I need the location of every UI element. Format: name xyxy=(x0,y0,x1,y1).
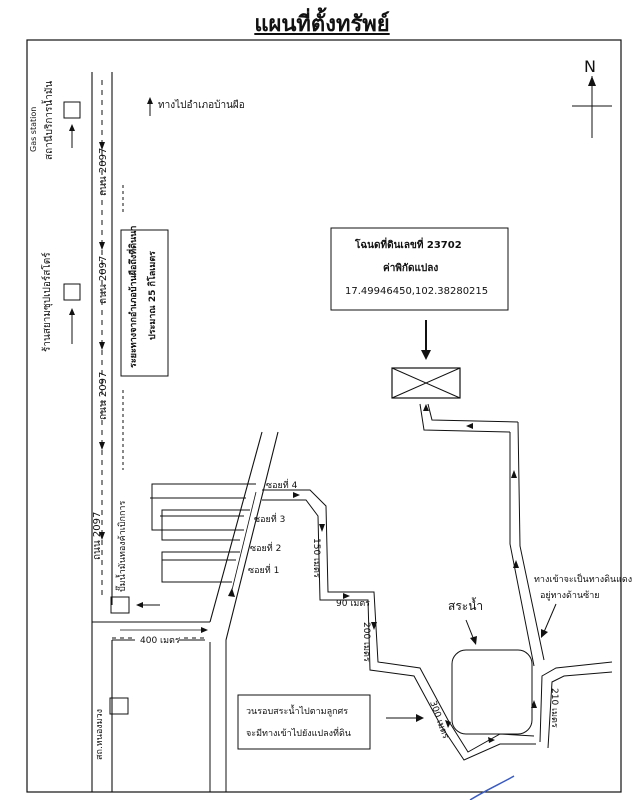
bottom-note-box xyxy=(237,694,371,750)
deed-coordinates: 17.49946450,102.38280215 xyxy=(345,286,488,297)
distance-90-label: 90 เมตร xyxy=(336,599,370,609)
distance-210-label: 210 เมตร xyxy=(549,688,559,728)
store-marker xyxy=(63,283,81,301)
soi-2-label: ซอยที่ 2 xyxy=(250,541,281,554)
distance-box-line1: ระยะทางจากอำเภอบ้านผือถึงที่ดินนา xyxy=(126,226,139,368)
store-arrow-icon xyxy=(69,308,75,344)
pond-arrow-icon xyxy=(465,619,477,645)
distance-box-line2: ประมาณ 25 กิโลเมตร xyxy=(146,251,158,340)
road-direction-arrows xyxy=(99,142,105,540)
map-title: แผนที่ตั้งทรัพย์ xyxy=(254,12,390,37)
road-label-4: ถนน 2097 xyxy=(92,512,103,560)
pond-label: สระน้ำ xyxy=(448,597,483,613)
pond-marker xyxy=(451,649,533,735)
up-arrow-icon xyxy=(147,97,153,116)
store-label: ร้านสยามซุปเปอร์สโตร์ xyxy=(40,252,53,352)
gas-station-label-en: Gas station xyxy=(29,107,38,152)
route-path xyxy=(262,489,536,761)
office-label: ปั๊มน้ำมันทองค้าเบิกการ xyxy=(115,501,128,592)
north-label: N xyxy=(584,57,596,76)
north-arrow-icon xyxy=(572,76,612,138)
office-marker xyxy=(110,596,130,614)
deed-coord-label: ค่าพิกัดแปลง xyxy=(383,262,438,274)
road-label-2: ถนน 2097 xyxy=(98,256,109,304)
road-label-3: ถนน 2097 xyxy=(98,372,109,420)
map-frame xyxy=(26,39,622,793)
soi-4-label: ซอยที่ 4 xyxy=(266,478,298,491)
distance-150-label: 150 เมตร xyxy=(311,538,321,578)
road-label-1: ถนน 2097 xyxy=(98,148,109,196)
route-arrows-icon xyxy=(293,492,495,743)
direction-label: ทางไปอำเภอบ้านผือ xyxy=(158,99,245,111)
gas-station-label-th: สถานีบริการน้ำมัน xyxy=(41,81,55,160)
gas-station-arrow-icon xyxy=(69,124,75,148)
office-arrow-icon xyxy=(136,602,160,608)
side-note-arrow-icon xyxy=(541,603,557,638)
deed-number: โฉนดที่ดินเลขที่ 23702 xyxy=(354,237,462,251)
distance-200-label: 200 เมตร xyxy=(361,622,371,662)
bottom-note-arrow-icon xyxy=(386,714,424,722)
deed-box xyxy=(330,227,509,311)
bottom-note-line1: วนรอบสระน้ำไปตามลูกศร xyxy=(246,704,348,717)
soi-1-label: ซอยที่ 1 xyxy=(248,563,279,576)
signature-mark xyxy=(469,775,515,800)
soi-lanes xyxy=(150,483,256,583)
soi-3-label: ซอยที่ 3 xyxy=(254,512,285,525)
bottom-note-line2: จะมีทางเข้าไปยังแปลงที่ดิน xyxy=(246,726,351,739)
distance-box xyxy=(120,229,169,377)
property-marker xyxy=(391,367,461,399)
distance-400-label: 400 เมตร xyxy=(140,636,180,646)
gas-station-marker xyxy=(63,101,81,119)
distance-300-label: 300 เมตร xyxy=(427,700,450,741)
health-center-label: สถ.หนองมวง xyxy=(95,709,105,760)
health-center-marker xyxy=(109,697,129,715)
side-note-line2: อยู่ทางด้านซ้าย xyxy=(540,590,600,601)
side-note-line1: ทางเข้าจะเป็นทางดินแดง xyxy=(534,572,632,585)
property-pointer-icon xyxy=(421,320,431,360)
